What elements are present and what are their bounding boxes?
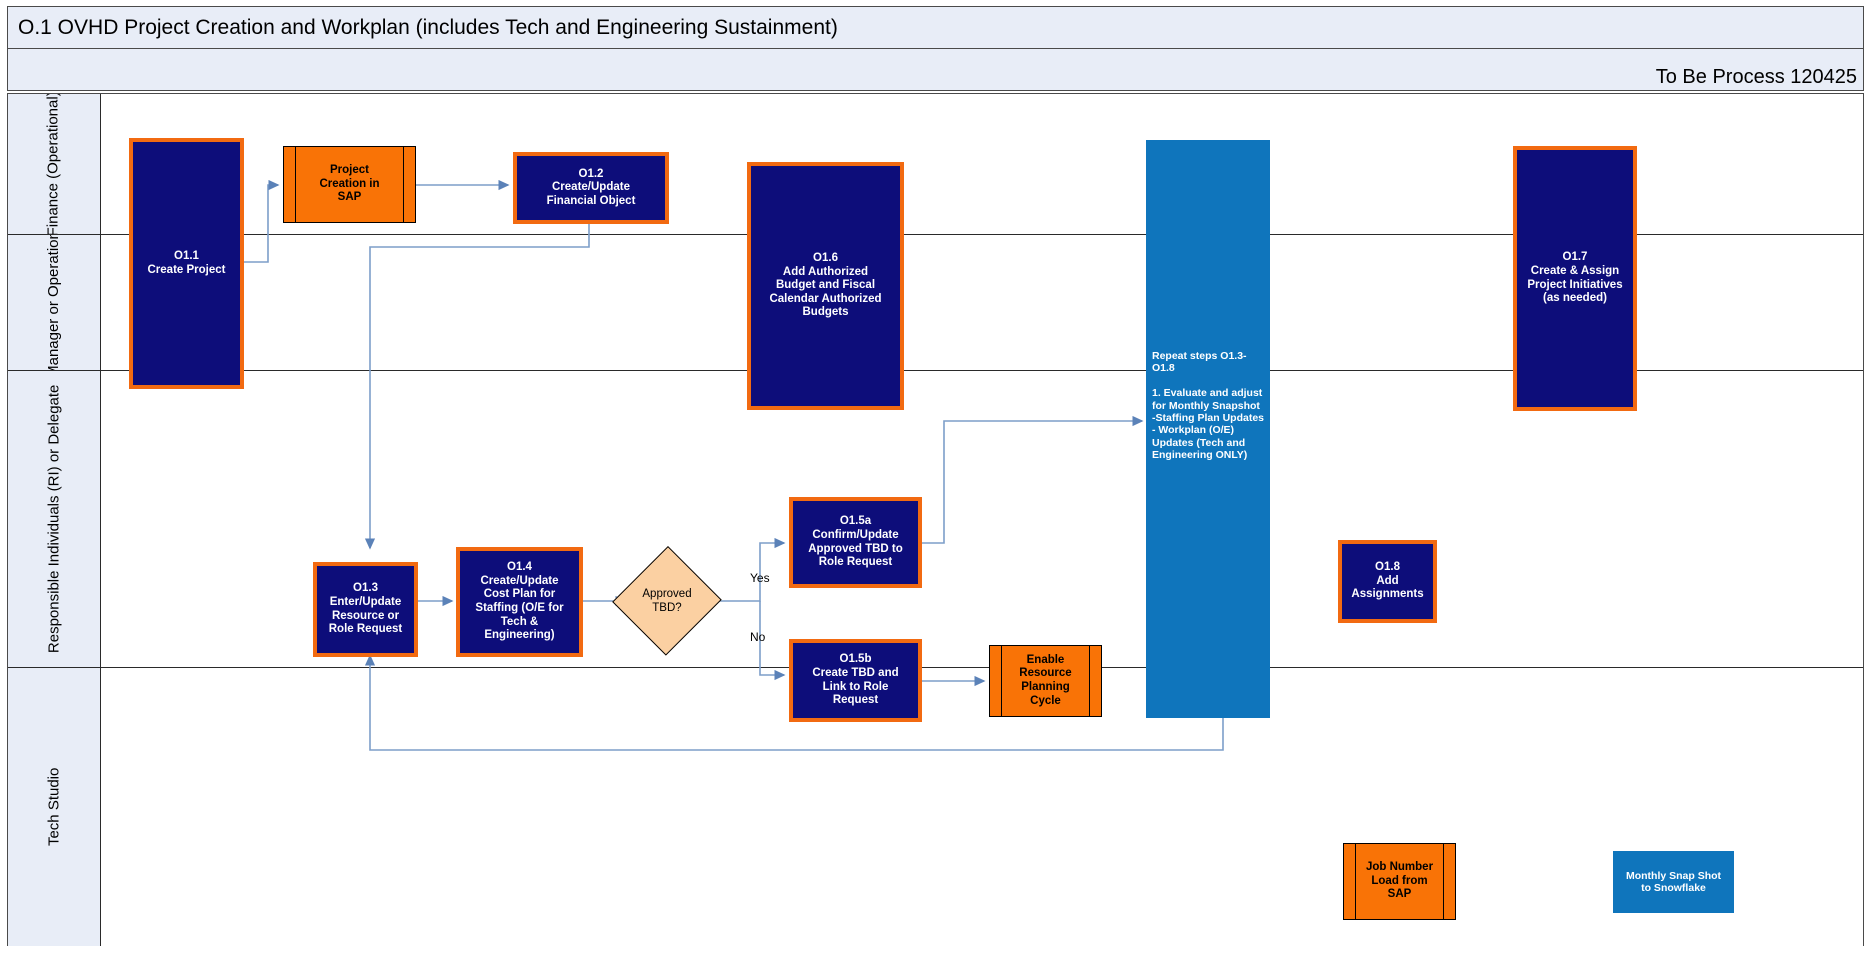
swimlane-label-finance-text: Finance (Operational) [45,94,63,234]
subprocess-bar-right-icon [1089,646,1090,716]
node-enable-resource-planning-cycle[interactable]: Enable Resource Planning Cycle [989,645,1102,717]
swimlane-body-tech-studio [101,668,1863,946]
node-monthly-snapshot-to-snowflake[interactable]: Monthly Snap Shot to Snowflake [1613,851,1734,913]
node-o1-6-label: O1.6 Add Authorized Budget and Fiscal Ca… [769,252,882,319]
swimlane-responsible-individuals: Responsible Individuals (RI) or Delegate [8,371,1863,668]
node-job-number-load-from-sap-label: Job Number Load from SAP [1365,861,1434,901]
swimlane-label-business-manager: Business Manager or Operational Support [8,235,101,370]
node-repeat-steps[interactable]: Repeat steps O1.3-O1.8 1. Evaluate and a… [1146,140,1270,718]
diagram-revision-bar: To Be Process 120425 [7,49,1864,91]
swimlane-label-responsible-individuals-text: Responsible Individuals (RI) or Delegate [45,384,63,654]
connector-label-no: No [750,630,766,644]
node-o1-5b[interactable]: O1.5b Create TBD and Link to Role Reques… [789,639,922,722]
subprocess-bar-left-icon [1355,844,1356,919]
node-repeat-steps-label: Repeat steps O1.3-O1.8 1. Evaluate and a… [1152,350,1265,461]
node-o1-5a-label: O1.5a Confirm/Update Approved TBD to Rol… [808,515,903,569]
swimlane-label-business-manager-text: Business Manager or Operational Support [45,235,63,370]
node-o1-6[interactable]: O1.6 Add Authorized Budget and Fiscal Ca… [747,162,904,410]
node-o1-4[interactable]: O1.4 Create/Update Cost Plan for Staffin… [456,547,583,657]
diagram-title-bar: O.1 OVHD Project Creation and Workplan (… [7,6,1864,49]
node-o1-8-label: O1.8 Add Assignments [1351,561,1424,601]
node-o1-8[interactable]: O1.8 Add Assignments [1338,540,1437,623]
node-o1-5b-label: O1.5b Create TBD and Link to Role Reques… [812,653,899,707]
revision-label: To Be Process 120425 [1655,66,1857,88]
page-title: O.1 OVHD Project Creation and Workplan (… [18,15,838,39]
node-o1-5a[interactable]: O1.5a Confirm/Update Approved TBD to Rol… [789,497,922,588]
node-o1-3-label: O1.3 Enter/Update Resource or Role Reque… [328,582,403,636]
node-o1-4-label: O1.4 Create/Update Cost Plan for Staffin… [475,561,564,642]
subprocess-bar-right-icon [1443,844,1444,919]
node-decision-approved-tbd[interactable]: Approved TBD? [612,545,722,657]
node-project-creation-in-sap[interactable]: Project Creation in SAP [283,146,416,223]
subprocess-bar-right-icon [403,147,404,222]
swimlane-tech-studio: Tech Studio [8,668,1863,946]
node-o1-1-label: O1.1 Create Project [147,249,226,276]
node-job-number-load-from-sap[interactable]: Job Number Load from SAP [1343,843,1456,920]
connector-label-yes: Yes [750,571,770,585]
swimlane-label-finance: Finance (Operational) [8,94,101,234]
node-enable-resource-planning-cycle-label: Enable Resource Planning Cycle [1019,653,1072,707]
node-decision-approved-tbd-label: Approved TBD? [642,587,692,614]
swimlane-label-tech-studio: Tech Studio [8,668,101,946]
node-monthly-snapshot-to-snowflake-label: Monthly Snap Shot to Snowflake [1625,869,1722,894]
node-o1-1[interactable]: O1.1 Create Project [129,138,244,389]
node-o1-3[interactable]: O1.3 Enter/Update Resource or Role Reque… [313,562,418,657]
node-o1-2[interactable]: O1.2 Create/Update Financial Object [513,152,669,224]
node-o1-7[interactable]: O1.7 Create & Assign Project Initiatives… [1513,146,1637,411]
swimlane-label-responsible-individuals: Responsible Individuals (RI) or Delegate [8,371,101,667]
node-o1-2-label: O1.2 Create/Update Financial Object [546,167,636,207]
subprocess-bar-left-icon [295,147,296,222]
subprocess-bar-left-icon [1001,646,1002,716]
swimlane-label-tech-studio-text: Tech Studio [45,767,63,847]
node-project-creation-in-sap-label: Project Creation in SAP [319,164,380,204]
node-o1-7-label: O1.7 Create & Assign Project Initiatives… [1527,251,1623,305]
